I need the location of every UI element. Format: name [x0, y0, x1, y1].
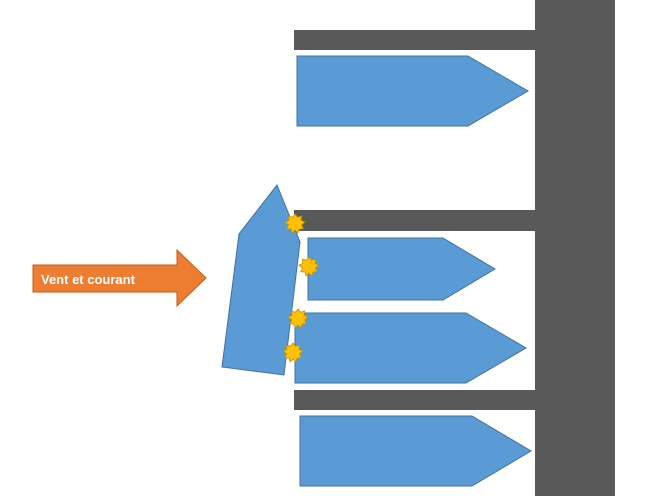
pontoon-1 [294, 30, 535, 50]
moored-boat-1 [296, 55, 529, 127]
moored-boat-3 [294, 312, 527, 384]
moored-boat-4 [299, 415, 532, 487]
impact-icon [287, 308, 309, 329]
drifting-boat [221, 184, 301, 376]
moored-boat-2 [307, 237, 496, 301]
pontoon-2 [294, 210, 535, 231]
wind-current-arrow [32, 248, 207, 308]
wind-current-label: Vent et courant [41, 272, 136, 287]
pontoon-3 [294, 390, 535, 410]
impact-icon [298, 256, 320, 277]
impact-icon [282, 342, 304, 363]
impact-icon [284, 213, 306, 234]
quay-wall [535, 0, 615, 496]
